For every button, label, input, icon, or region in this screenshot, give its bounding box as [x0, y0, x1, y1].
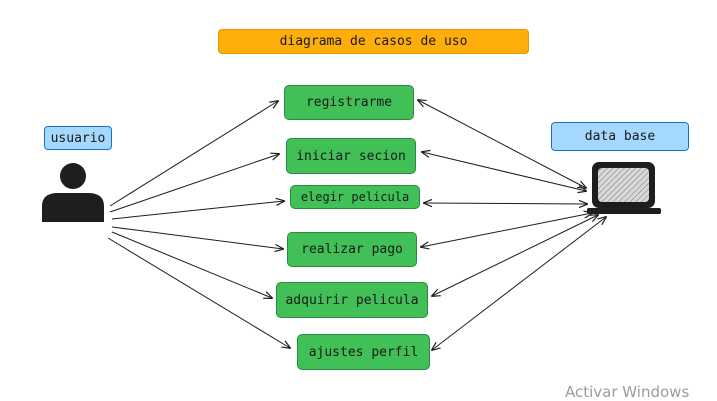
arrow-user-realizar-pago	[111, 226, 283, 249]
usecase-ajustes-perfil: ajustes perfil	[297, 334, 430, 370]
arrow-user-ajustes-perfil	[107, 237, 290, 348]
actor-label-usuario: usuario	[44, 126, 112, 150]
diagram-title: diagrama de casos de uso	[218, 29, 529, 54]
usecase-elegir-pelicula: elegir pelicula	[290, 185, 420, 209]
arrow-ajustes-perfil-database	[432, 217, 606, 350]
computer-icon	[587, 162, 661, 214]
arrow-elegir-pelicula-database	[424, 203, 587, 204]
windows-activation-watermark: Activar Windows	[565, 383, 690, 401]
arrow-user-elegir-pelicula	[111, 201, 284, 220]
actor-label-data-base: data base	[551, 122, 689, 151]
arrow-adquirir-pelicula-database	[432, 215, 598, 296]
usecase-iniciar-secion: iniciar secion	[286, 138, 416, 174]
arrow-user-iniciar-secion	[109, 154, 279, 213]
user-icon	[42, 163, 104, 222]
arrow-iniciar-secion-database	[422, 152, 586, 191]
usecase-adquirir-pelicula: adquirir pelicula	[276, 282, 428, 318]
usecase-realizar-pago: realizar pago	[287, 232, 417, 267]
arrow-user-adquirir-pelicula	[111, 231, 272, 298]
usecase-registrarme: registrarme	[284, 85, 414, 120]
arrow-user-registrarme	[109, 101, 278, 207]
